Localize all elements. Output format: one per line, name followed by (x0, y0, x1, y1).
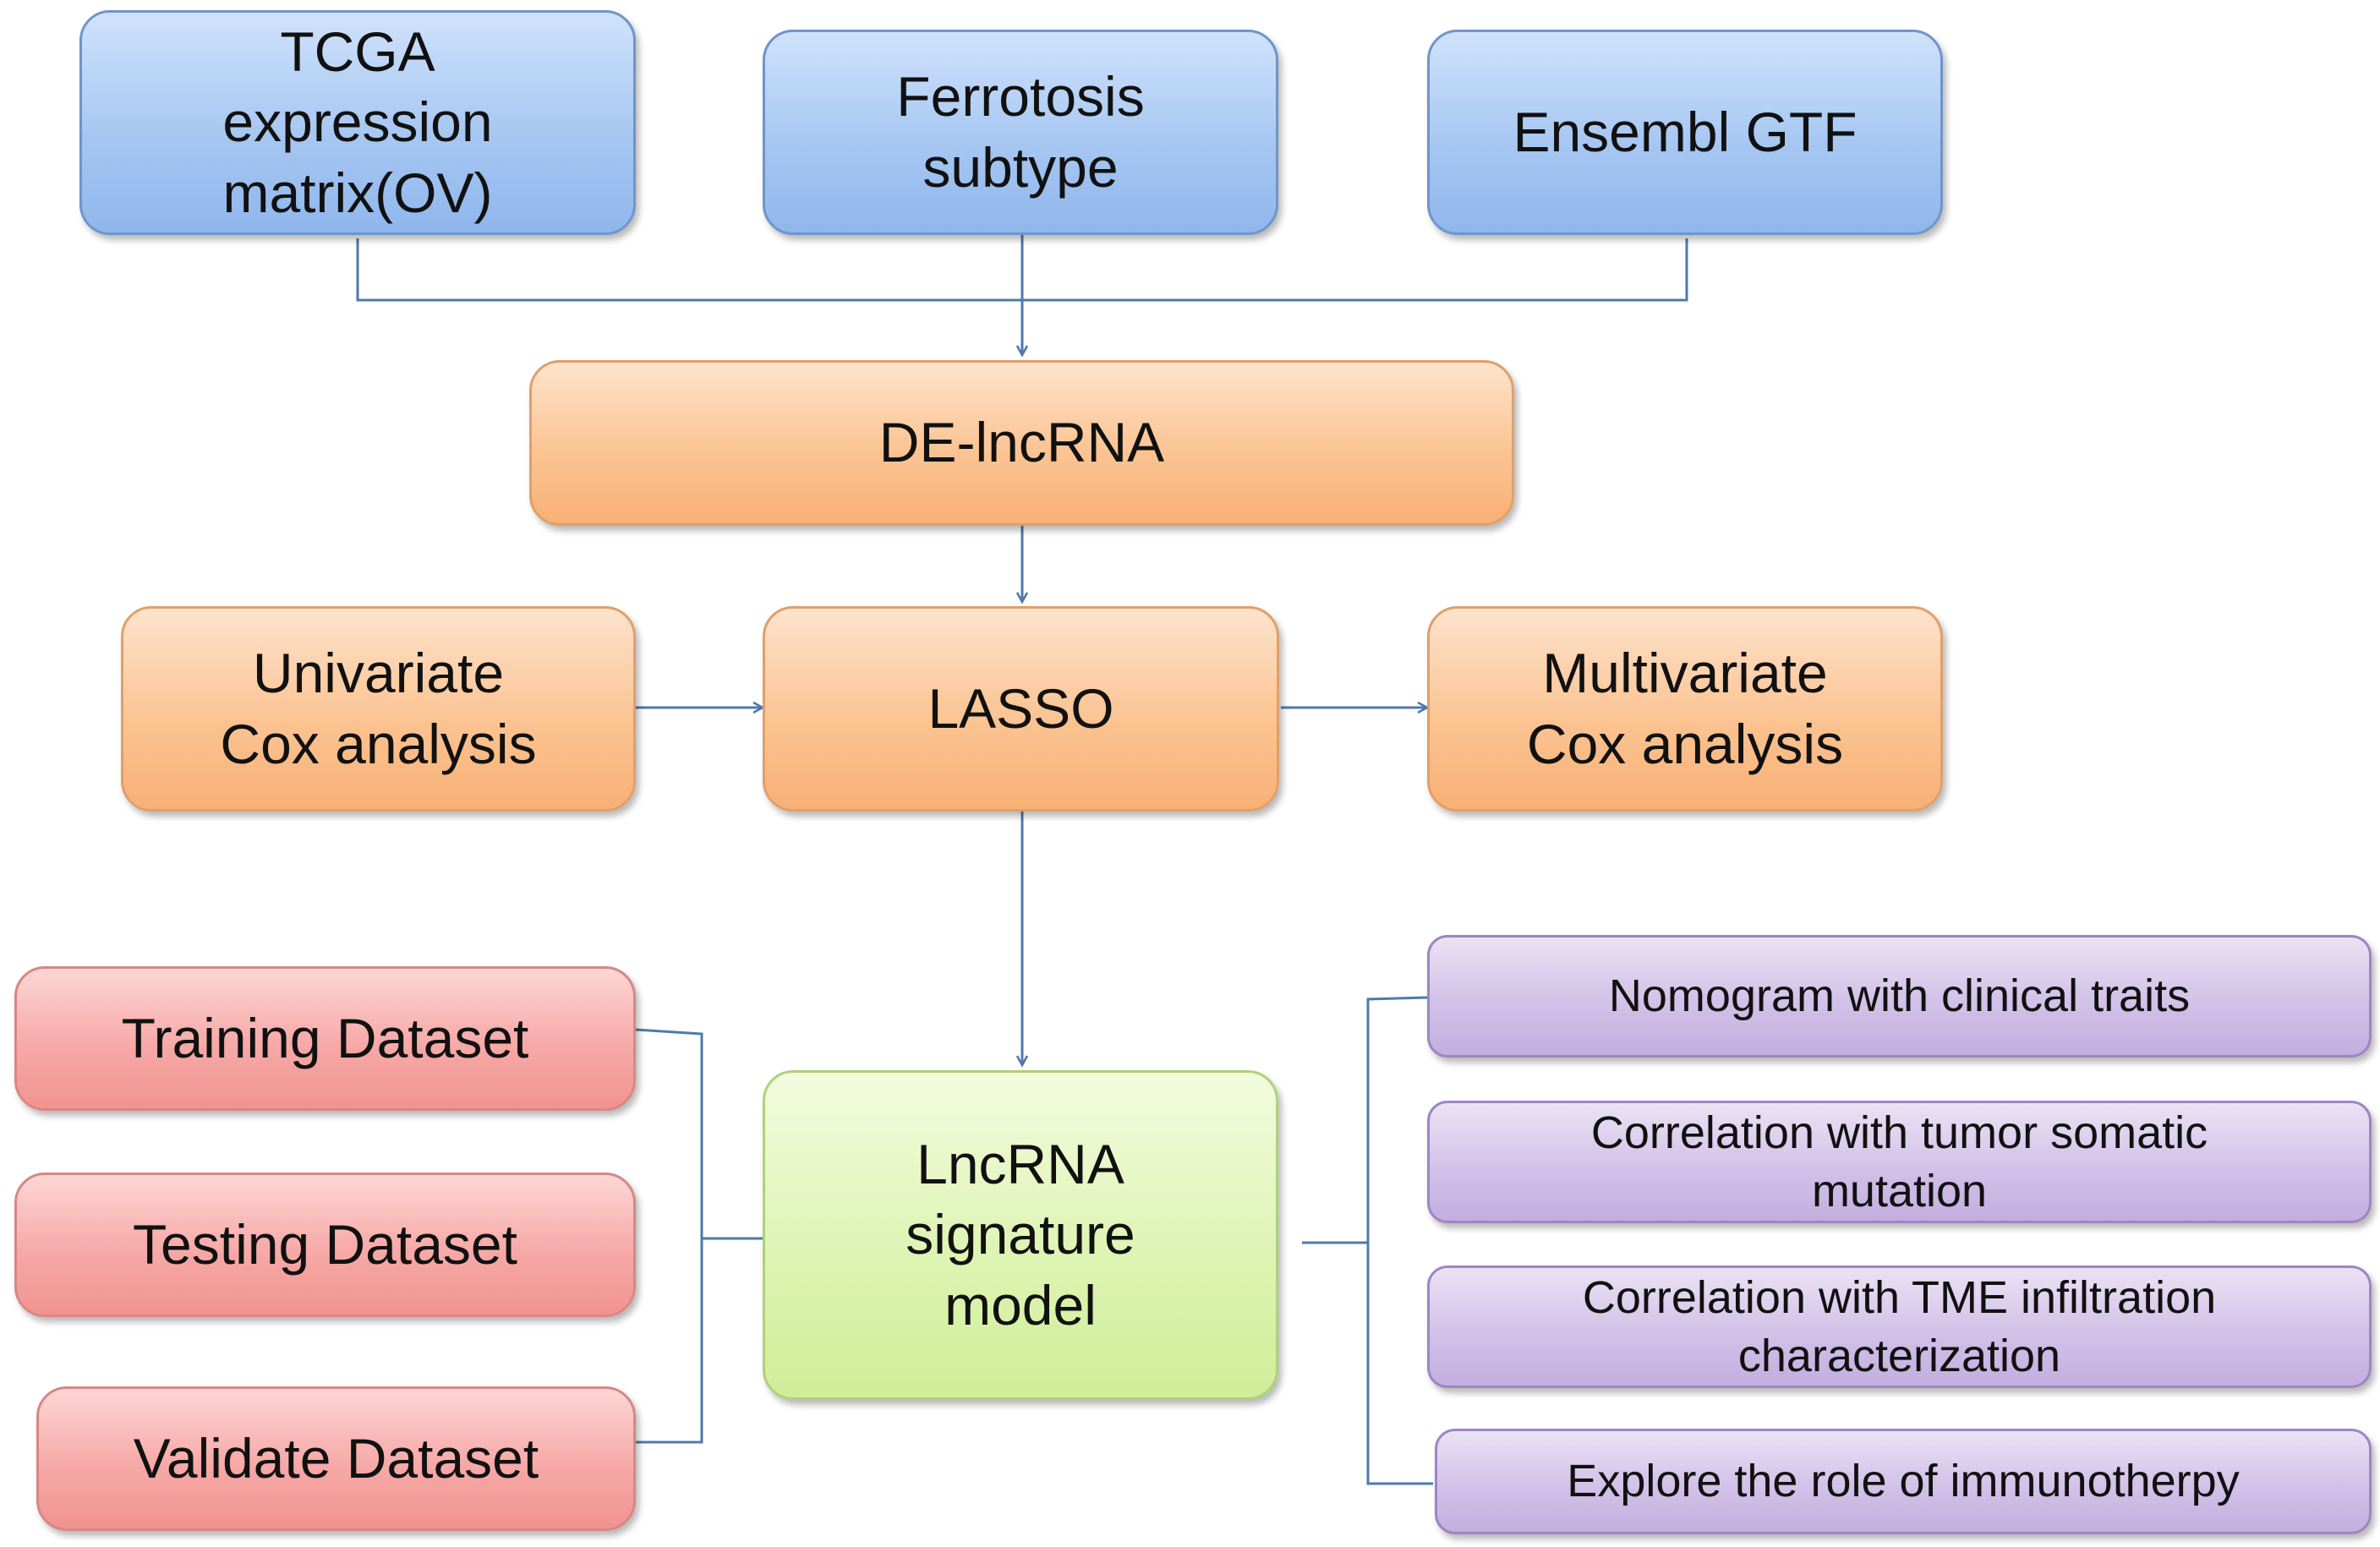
validate-dataset-box: Validate Dataset (36, 1386, 636, 1531)
somatic-mutation-box: Correlation with tumor somatic mutation (1427, 1101, 2372, 1223)
de-lncrna-label: DE-lncRNA (878, 411, 1165, 474)
univariate-line-1: Univariate (252, 642, 505, 705)
multivariate-line-1: Multivariate (1542, 642, 1828, 705)
tcga-line-1: TCGA (280, 20, 435, 84)
model-line-3: model (944, 1273, 1097, 1337)
lncrna-signature-model-box: LncRNA signature model (763, 1070, 1278, 1400)
multivariate-cox-box: Multivariate Cox analysis (1427, 606, 1943, 812)
multivariate-line-2: Cox analysis (1526, 712, 1844, 775)
somatic-line-2: mutation (1811, 1165, 1988, 1216)
lasso-box: LASSO (763, 606, 1279, 812)
nomogram-box: Nomogram with clinical traits (1427, 935, 2372, 1058)
training-dataset-box: Training Dataset (14, 966, 636, 1111)
ferroptosis-subtype-box: Ferrotosis subtype (763, 30, 1278, 235)
testing-dataset-box: Testing Dataset (14, 1173, 636, 1317)
training-dataset-label: Training Dataset (121, 1006, 529, 1069)
ensembl-line-1: Ensembl GTF (1513, 100, 1857, 163)
nomogram-line-1: Nomogram with clinical traits (1608, 970, 2191, 1022)
tme-line-1: Correlation with TME infiltration (1582, 1272, 2217, 1324)
immuno-line-1: Explore the role of immunotherpy (1567, 1456, 2240, 1507)
ensembl-gtf-box: Ensembl GTF (1427, 30, 1943, 235)
univariate-cox-box: Univariate Cox analysis (121, 606, 636, 812)
validate-dataset-label: Validate Dataset (133, 1426, 539, 1490)
testing-dataset-label: Testing Dataset (133, 1212, 517, 1276)
univariate-line-2: Cox analysis (220, 712, 537, 775)
tme-line-2: characterization (1737, 1330, 2061, 1381)
lasso-label: LASSO (927, 676, 1114, 740)
tcga-line-3: matrix(OV) (222, 161, 493, 224)
immunotherapy-box: Explore the role of immunotherpy (1435, 1429, 2372, 1534)
dataset-bracket (635, 1028, 763, 1444)
de-lncrna-box: DE-lncRNA (529, 360, 1514, 526)
ferroptosis-line-2: subtype (922, 135, 1119, 199)
ferroptosis-line-1: Ferrotosis (896, 65, 1145, 128)
tcga-line-2: expression (222, 90, 493, 154)
model-line-2: signature (905, 1203, 1135, 1266)
somatic-line-1: Correlation with tumor somatic (1590, 1107, 2208, 1159)
model-line-1: LncRNA (916, 1133, 1124, 1196)
tme-infiltration-box: Correlation with TME infiltration charac… (1427, 1265, 2372, 1388)
application-bracket (1302, 996, 1433, 1485)
tcga-expression-box: TCGA expression matrix(OV) (79, 10, 636, 235)
